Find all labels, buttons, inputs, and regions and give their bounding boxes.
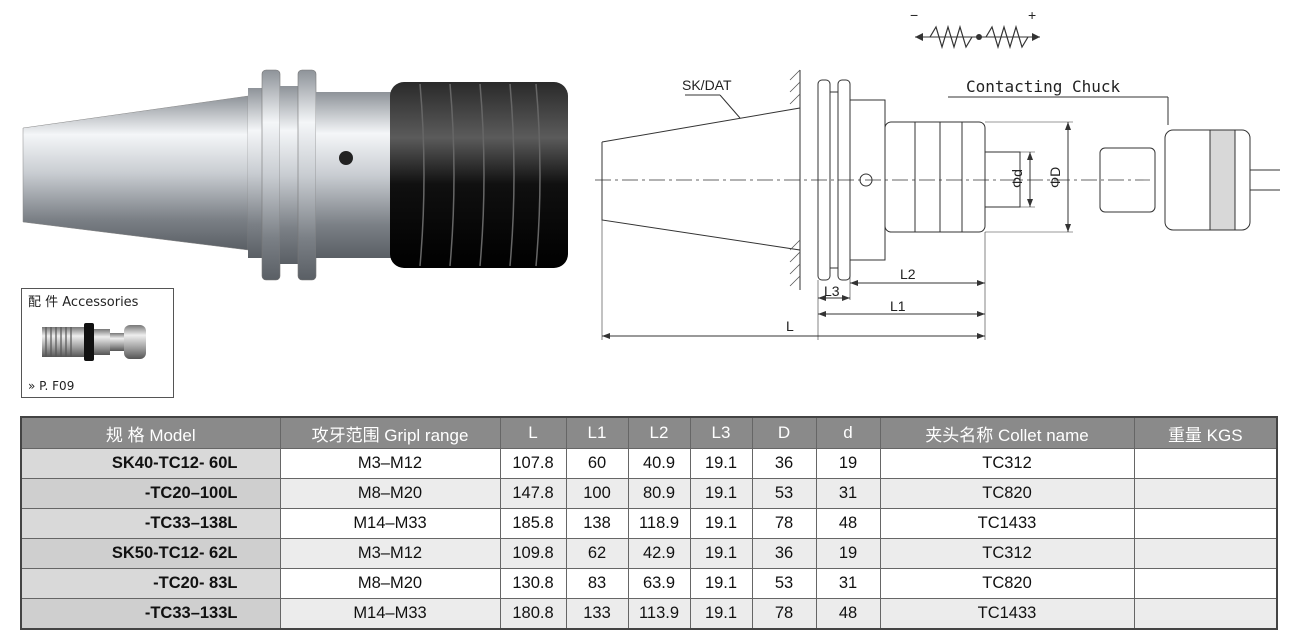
table-cell: 78	[751, 598, 817, 630]
table-cell: 19	[815, 448, 881, 479]
dim-L3: L3	[824, 283, 840, 299]
model-cell: -TC33–138L	[20, 508, 281, 539]
table-cell: 31	[815, 478, 881, 509]
table-cell: 36	[751, 538, 817, 569]
table-cell: TC312	[879, 538, 1135, 569]
column-header: d	[815, 416, 881, 449]
table-cell: 78	[751, 508, 817, 539]
table-cell: 113.9	[627, 598, 691, 630]
accessories-page-ref: » P. F09	[28, 379, 75, 393]
column-header: 夹头名称 Collet name	[879, 416, 1135, 449]
table-cell: 138	[565, 508, 629, 539]
table-cell: 185.8	[499, 508, 567, 539]
table-cell	[1133, 448, 1278, 479]
table-cell: M3–M12	[279, 538, 501, 569]
pull-stud-photo	[42, 323, 146, 361]
model-cell: SK40-TC12- 60L	[20, 448, 281, 479]
table-cell: 48	[815, 598, 881, 630]
table-cell: 133	[565, 598, 629, 630]
table-cell: 62	[565, 538, 629, 569]
table-cell: 130.8	[499, 568, 567, 599]
accessories-box: 配 件 Accessories » P. F09	[21, 288, 174, 398]
table-cell: 19	[815, 538, 881, 569]
contacting-chuck-label: Contacting Chuck	[966, 77, 1120, 96]
taper-label: SK/DAT	[682, 77, 732, 93]
technical-drawing: SK/DAT − + Contacting Chuck L3 L2 L1 L Φ…	[595, 7, 1280, 340]
table-cell: 36	[751, 448, 817, 479]
table-cell: M8–M20	[279, 568, 501, 599]
column-header: 攻牙范围 Gripl range	[279, 416, 501, 449]
column-header: L	[499, 416, 567, 449]
table-cell: 40.9	[627, 448, 691, 479]
dim-L2: L2	[900, 266, 916, 282]
table-cell: 53	[751, 478, 817, 509]
model-cell: -TC20- 83L	[20, 568, 281, 599]
accessories-title: 配 件 Accessories	[28, 295, 139, 310]
table-cell: 100	[565, 478, 629, 509]
table-cell: 53	[751, 568, 817, 599]
table-cell: 19.1	[689, 568, 753, 599]
table-cell: 48	[815, 508, 881, 539]
table-cell: 19.1	[689, 478, 753, 509]
table-cell: 80.9	[627, 478, 691, 509]
table-cell: 42.9	[627, 538, 691, 569]
table-cell: M8–M20	[279, 478, 501, 509]
column-header: L1	[565, 416, 629, 449]
table-cell	[1133, 568, 1278, 599]
dim-L: L	[786, 318, 794, 334]
table-cell: 60	[565, 448, 629, 479]
table-cell: 180.8	[499, 598, 567, 630]
table-cell: TC820	[879, 568, 1135, 599]
spring-plus: +	[1028, 7, 1036, 23]
table-cell: M3–M12	[279, 448, 501, 479]
table-cell: 19.1	[689, 448, 753, 479]
column-header: L3	[689, 416, 753, 449]
table-cell: 19.1	[689, 508, 753, 539]
table-cell	[1133, 538, 1278, 569]
column-header: 重量 KGS	[1133, 416, 1278, 449]
table-cell: 19.1	[689, 598, 753, 630]
table-cell: M14–M33	[279, 598, 501, 630]
table-cell	[1133, 478, 1278, 509]
dim-D: ΦD	[1047, 167, 1063, 188]
spring-minus: −	[910, 7, 918, 23]
model-cell: SK50-TC12- 62L	[20, 538, 281, 569]
column-header: D	[751, 416, 817, 449]
table-cell: TC312	[879, 448, 1135, 479]
table-cell: TC1433	[879, 508, 1135, 539]
table-cell: 63.9	[627, 568, 691, 599]
table-cell: 19.1	[689, 538, 753, 569]
table-cell	[1133, 508, 1278, 539]
table-cell: TC1433	[879, 598, 1135, 630]
table-cell: 31	[815, 568, 881, 599]
table-cell: 83	[565, 568, 629, 599]
model-cell: -TC20–100L	[20, 478, 281, 509]
column-header: 规 格 Model	[20, 416, 281, 449]
model-cell: -TC33–133L	[20, 598, 281, 630]
tool-holder-photo	[22, 69, 568, 281]
dim-L1: L1	[890, 298, 906, 314]
dim-d: Φd	[1009, 169, 1025, 188]
table-cell	[1133, 598, 1278, 630]
table-cell: TC820	[879, 478, 1135, 509]
column-header: L2	[627, 416, 691, 449]
table-cell: 109.8	[499, 538, 567, 569]
table-cell: 147.8	[499, 478, 567, 509]
table-cell: M14–M33	[279, 508, 501, 539]
table-cell: 107.8	[499, 448, 567, 479]
table-cell: 118.9	[627, 508, 691, 539]
